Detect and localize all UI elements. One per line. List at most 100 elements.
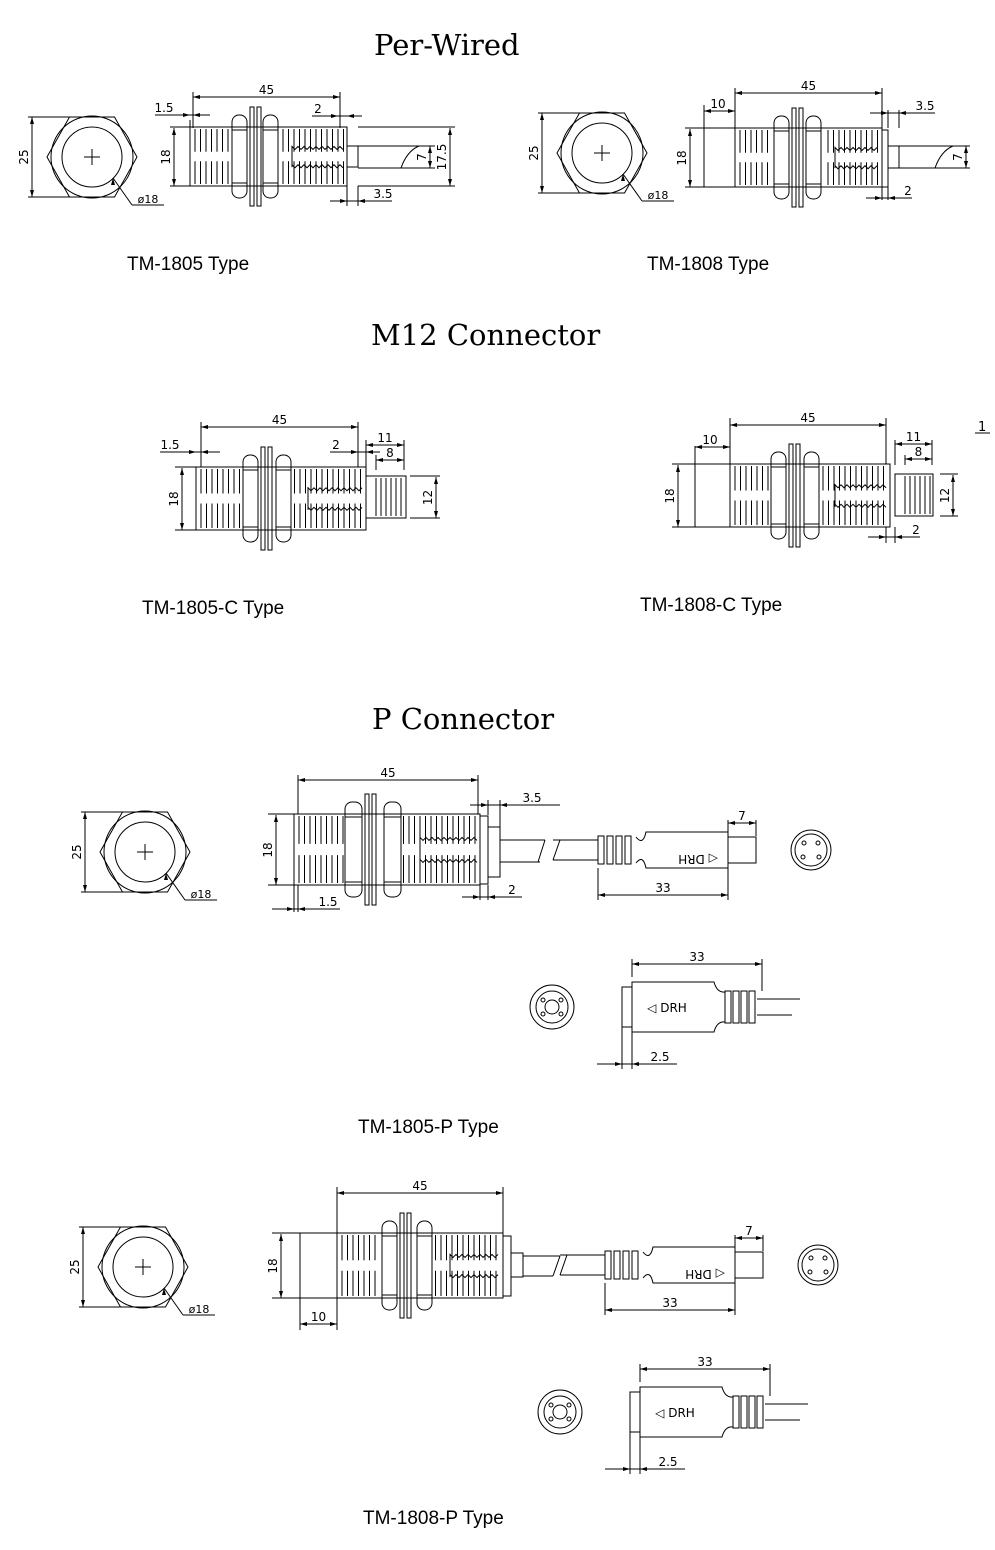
dimension-socket-gap: 2.5 [658,1455,677,1469]
socket-face-outer [529,984,575,1030]
hex-nut [773,115,790,200]
arrowhead [728,1308,735,1312]
arrowhead [895,442,902,446]
diameter-leader [163,1287,184,1316]
connector-face-inner [801,1248,835,1282]
boot-rib [613,1250,621,1280]
arrowhead [366,443,373,447]
arrowhead [500,803,507,807]
diameter-leader [622,173,643,202]
arrowhead [688,129,692,136]
arrowhead [951,509,955,516]
arrowhead [279,1291,283,1298]
washer [371,793,377,906]
inner-circle [61,126,123,188]
arrowhead [481,803,488,807]
arrowhead [351,425,358,429]
connector-pin [815,840,821,846]
boot-rib [748,990,756,1024]
cable-gland [346,145,359,168]
dimension-plug-tip: 7 [738,809,746,823]
arrowhead [81,1227,85,1234]
socket-pin [540,997,546,1003]
dimension-m12-thread: 8 [915,445,923,459]
sensing-face [694,463,731,528]
arrowhead [164,873,168,880]
socket-pin [548,1402,554,1408]
arrowhead [300,1322,307,1326]
arrowhead [448,128,452,135]
arrowhead [274,815,278,822]
dimension-diameter-18: 18 [261,842,275,857]
socket-pin [566,1402,572,1408]
dimension-m12-total: 11 [906,430,921,444]
arrowhead [735,1236,742,1240]
washer [795,443,801,548]
outer-circle [101,1225,185,1309]
hex-nut [805,115,822,200]
boot-rib [732,990,740,1024]
arrowhead [704,109,711,113]
arrowhead [875,91,882,95]
hex-nut [383,801,402,898]
dimension-plug-length: 33 [662,1296,677,1310]
arrowhead [330,1322,337,1326]
arrowhead [337,1191,344,1195]
dimension-body-length: 45 [801,79,816,93]
connector-pin [822,1255,828,1261]
arrowhead [448,179,452,186]
boot-rib [615,835,623,865]
threaded-body [195,466,367,531]
internal-thread [834,483,887,489]
arrowhead [728,109,735,113]
arrowhead [621,174,625,181]
dimension-body-length: 45 [259,83,274,97]
arrowhead [925,442,932,446]
arrowhead [397,443,404,447]
hex-nut [262,114,279,199]
arrowhead [676,520,680,527]
dimension-diameter: ø18 [138,193,159,206]
dimension-plug-length: 33 [689,950,704,964]
boot-rib [748,1395,756,1429]
dimension-cable-dia: 7 [951,153,965,161]
end-cap [479,815,489,885]
model-label-tm-1808: TM-1808 Type [647,254,770,275]
arrowhead [623,1467,630,1471]
boot-rib [622,1250,630,1280]
socket-tip [629,1391,641,1433]
washer [256,106,262,207]
connector-marking: ◁ DRH [678,852,719,866]
boot-rib [732,1395,740,1429]
model-label-tm-1805-p: TM-1805-P Type [358,1117,499,1138]
arrowhead [180,523,184,530]
hex-nut [381,1220,398,1311]
connector-marking: ◁ DRH [685,1267,726,1281]
dimension-end-gap: 2 [332,438,340,452]
m12-connector [894,473,934,517]
dimension-flange: 1.5 [154,101,173,115]
arrowhead [615,1062,622,1066]
inner-circle [571,122,633,184]
connector-pin [816,854,822,860]
section-title-per-wired: Per-Wired [374,28,520,62]
internal-thread [307,506,363,512]
outer-circle [103,810,187,894]
internal-thread [449,1273,499,1279]
socket-center [552,1404,568,1420]
dimension-sensing-face: 10 [311,1310,326,1324]
dimension-diameter-18: 18 [663,488,677,503]
arrowhead [428,161,432,168]
arrowhead [397,458,404,462]
dimension-cable-outer: 17.5 [435,144,449,171]
arrowhead [172,179,176,186]
arrowhead [640,1367,647,1371]
arrowhead [279,1234,283,1241]
arrowhead [905,457,912,461]
arrowhead [875,196,882,200]
arrowhead [331,114,338,118]
diameter-leader [165,872,186,901]
